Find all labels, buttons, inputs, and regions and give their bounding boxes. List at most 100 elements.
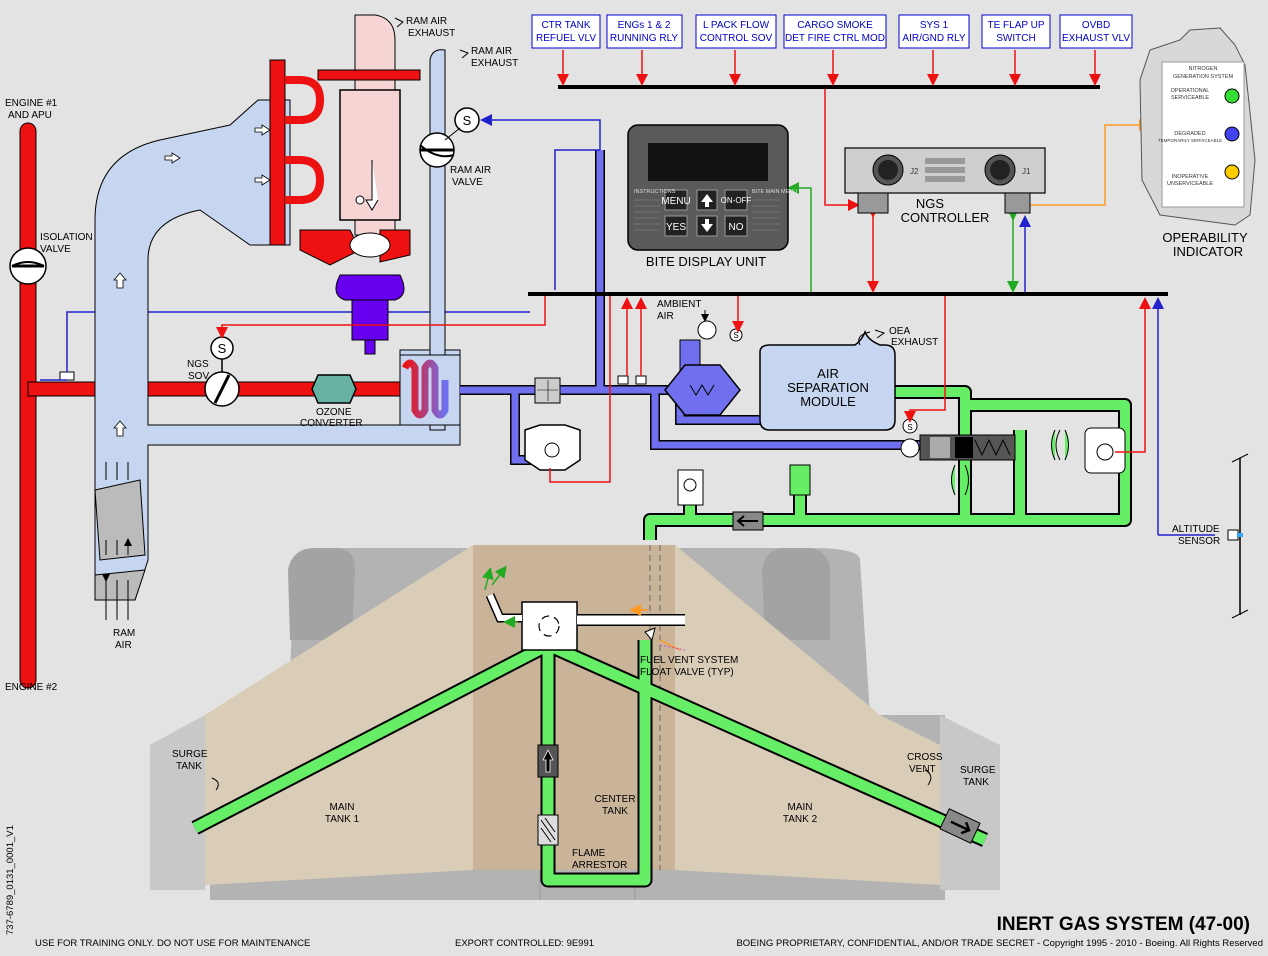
input-box-7-line2: EXHAUST VLV [1062, 33, 1130, 44]
input-box-2-line1: ENGs 1 & 2 [618, 20, 671, 31]
input-box-1-line2: REFUEL VLV [536, 33, 596, 44]
ram-valve-label-line1: RAM AIR [450, 165, 491, 176]
right-engine-nacelle [762, 548, 830, 640]
ambient-air-label-line1: AMBIENT [657, 299, 701, 310]
operability-label-line2: INDICATOR [1173, 244, 1243, 259]
input-box-1-line1: CTR TANK [541, 20, 590, 31]
input-box-7-line1: OVBD [1082, 20, 1110, 31]
bite-on-off-button[interactable] [724, 189, 748, 211]
input-box-ovbd [1059, 14, 1133, 49]
main-tank2-label-line1: MAIN [788, 802, 813, 813]
oxygen-solenoid-label: S [907, 423, 912, 432]
temperature-control-valve-icon [664, 364, 741, 416]
bite-display-unit: MENU ON-OFF YES NO INSTRUCTIONS BITE MAI… [627, 124, 797, 251]
j2-label: J2 [910, 167, 919, 176]
engine1-label-line2: AND APU [8, 110, 52, 121]
operability-indicator: NITROGEN GENERATION SYSTEM OPERATIONAL S… [1139, 27, 1256, 226]
bite-instructions-title: INSTRUCTIONS [634, 189, 676, 195]
up-arrow-icon [701, 194, 713, 207]
filter-icon [534, 377, 561, 404]
cross-vent-label-line2: VENT [909, 764, 936, 775]
right-wing-main-tank-2 [675, 545, 940, 885]
ram-exhaust1-label-line2: EXHAUST [408, 28, 455, 39]
float-valve-icon [644, 627, 656, 642]
flame-arrestor-label-line1: FLAME [572, 848, 606, 859]
input-box-te-flap [981, 14, 1051, 49]
input-box-6-line2: SWITCH [996, 33, 1035, 44]
left-engine-nacelle [288, 548, 355, 640]
input-box-cargo-smoke [783, 14, 887, 49]
indicator-state-2-line2: TEMPORARILY SERVICEABLE [1158, 138, 1222, 143]
surge-right-label-line1: SURGE [960, 765, 996, 776]
input-box-ctr-tank [531, 14, 601, 49]
ram-valve-solenoid-label: S [463, 113, 472, 128]
ngs-sov-label-line2: SOV [188, 371, 209, 382]
isolation-valve-label-line2: VALVE [40, 244, 71, 255]
indicator-header-line1: NITROGEN [1188, 66, 1217, 72]
ram-valve-solenoid-icon [454, 107, 480, 133]
operability-label-line1: OPERABILITY [1162, 230, 1248, 245]
indicator-state-3-line1: INOPERATIVE [1172, 174, 1209, 180]
ram-air-duct [94, 14, 480, 620]
input-box-l-pack [695, 14, 777, 49]
ambient-solenoid-label: S [733, 331, 738, 340]
pressure-port-icon [789, 464, 811, 496]
altitude-sensor [1227, 453, 1249, 619]
altitude-label-line2: SENSOR [1178, 536, 1220, 547]
inoperative-light-icon [1224, 164, 1240, 180]
bite-no-button[interactable] [724, 215, 748, 237]
indicator-header-line2: GENERATION SYSTEM [1173, 74, 1234, 80]
degraded-light-icon [1224, 126, 1240, 142]
main-tank1-label-line2: TANK 1 [325, 814, 360, 825]
ozone-label-line1: OZONE [316, 407, 352, 418]
bite-yes-button[interactable] [664, 215, 688, 237]
asm-label-line3: MODULE [800, 394, 856, 409]
indicator-state-1-line2: SERVICEABLE [1171, 95, 1209, 101]
isolation-valve-label-line1: ISOLATION [40, 232, 93, 243]
diagram-title: INERT GAS SYSTEM (47-00) [997, 914, 1250, 935]
asm-label-line2: SEPARATION [787, 380, 869, 395]
oea-label-line1: OEA [889, 326, 910, 337]
input-box-5-line2: AIR/GND RLY [902, 33, 965, 44]
ram-exhaust1-label-line1: RAM AIR [406, 16, 447, 27]
asm-label-line1: AIR [817, 366, 839, 381]
fuel-vent-label-line1: FUEL VENT SYSTEM [640, 655, 738, 666]
nitrogen-manifold [521, 601, 578, 651]
input-box-2-line2: RUNNING RLY [610, 33, 678, 44]
input-box-6-line1: TE FLAP UP [987, 20, 1044, 31]
document-id: 737-6789_0131_0001_V1 [5, 825, 16, 935]
signal-wiring [40, 50, 1215, 536]
bite-menu-label: MENU [661, 196, 690, 207]
input-box-sys1 [898, 14, 970, 49]
ozone-label-line2: CONVERTER [300, 418, 363, 429]
engine2-label: ENGINE #2 [5, 682, 58, 693]
center-tank-label-line1: CENTER [594, 794, 635, 805]
bite-label: BITE DISPLAY UNIT [646, 254, 766, 269]
fuel-vent-label-line2: FLOAT VALVE (TYP) [640, 667, 734, 678]
cross-vent-label-line1: CROSS [907, 752, 943, 763]
right-surge-tank [940, 715, 1000, 890]
ram-air-label-line1: RAM [113, 628, 135, 639]
input-box-5-line1: SYS 1 [920, 20, 949, 31]
input-box-4-line2: DET FIRE CTRL MOD [785, 33, 885, 44]
sov-solenoid-label: S [218, 341, 227, 356]
ram-exhaust2-label-line2: EXHAUST [471, 58, 518, 69]
pack-sensors [524, 375, 647, 471]
ngs-controller-label-line2: CONTROLLER [901, 210, 990, 225]
ambient-air-inlet-icon [697, 320, 717, 340]
heat-exchanger-pack [269, 59, 421, 355]
operational-light-icon [1224, 88, 1240, 104]
bite-menu-button[interactable] [664, 189, 688, 211]
ngs-controller: J2 J1 [844, 147, 1046, 214]
input-signals: CTR TANK REFUEL VLV ENGs 1 & 2 RUNNING R… [531, 14, 1133, 49]
altitude-sensor-icon [1227, 529, 1239, 541]
ambient-air-label-line2: AIR [657, 311, 674, 322]
engine1-label-line1: ENGINE #1 [5, 98, 58, 109]
oea-label-line2: EXHAUST [891, 337, 938, 348]
ngs-sov-label-line1: NGS [187, 359, 209, 370]
altitude-label-line1: ALTITUDE [1172, 524, 1220, 535]
ram-exhaust2-label-line1: RAM AIR [471, 46, 512, 57]
indicator-state-2-line1: DEGRADED [1174, 131, 1205, 137]
